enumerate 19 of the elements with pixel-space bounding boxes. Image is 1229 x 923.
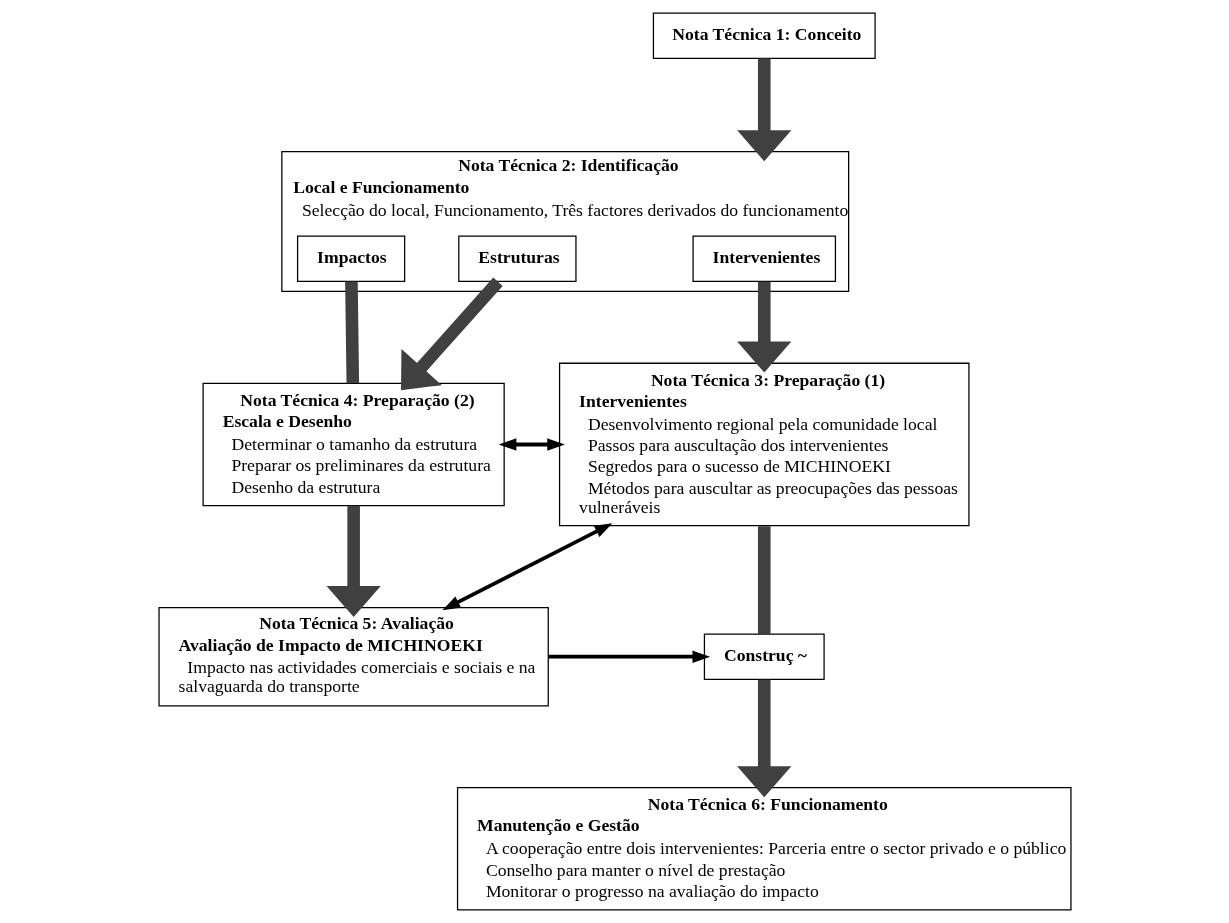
- arrow: [736, 281, 791, 373]
- arrow: [498, 438, 565, 451]
- node-box: Intervenientes: [691, 235, 836, 282]
- arrow: [441, 523, 612, 611]
- arrow: [400, 277, 503, 391]
- node-box: Impactos: [296, 235, 405, 282]
- node-box: Nota Técnica 4: Preparação (2) Escala e Desenho Determinar o tamanho da estrutura Preparar os preliminares da estrutura Desenho da estrutura: [202, 382, 505, 507]
- node-box: Nota Técnica 3: Preparação (1) Intervenientes Desenvolvimento regional pela comunidade local Passos para auscultação dos intervenientes Segredos para o sucesso de MICHINOEKI Métodos para auscultar as preocupações das pessoas vulneráveis: [558, 362, 970, 527]
- node-box: Construç ~: [703, 633, 825, 681]
- arrow: [326, 505, 381, 617]
- arrow: [548, 650, 710, 663]
- node-box: Nota Técnica 5: Avaliação Avaliação de Impacto de MICHINOEKI Impacto nas actividades comerciais e sociais e na salvaguarda do transporte: [157, 607, 549, 707]
- connector: [344, 281, 359, 384]
- node-box: Nota Técnica 1: Conceito: [652, 12, 876, 60]
- arrow: [736, 679, 791, 798]
- node-box: Nota Técnica 6: Funcionamento Manutenção e Gestão A cooperação entre dois intervenientes: Parceria entre o sector privado e o público Conselho para manter o nível de prestação Monitorar o progresso na avaliação do impacto: [456, 787, 1072, 911]
- arrow: [736, 58, 791, 162]
- connector: [757, 526, 771, 634]
- node-box: Estruturas: [457, 235, 577, 282]
